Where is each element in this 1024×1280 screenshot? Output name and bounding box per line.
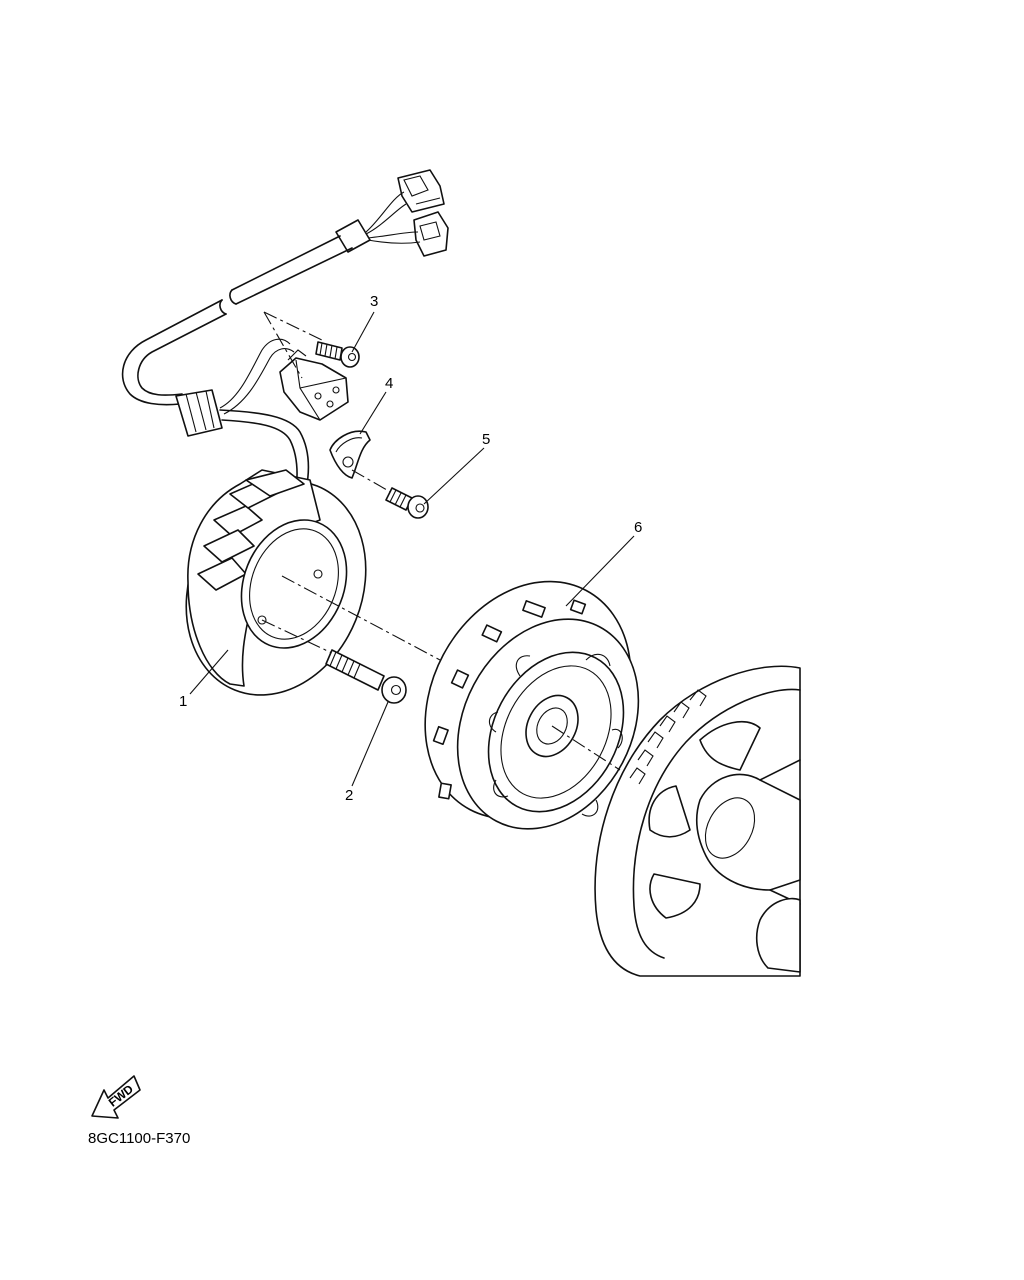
harness-connector-upper [397,169,445,213]
leader-1 [189,649,229,695]
rotor-part-6 [424,580,640,830]
callout-1: 1 [179,693,187,710]
callout-4: 4 [385,375,393,392]
stator-part-1 [185,469,367,696]
harness-connector-lower [413,211,449,257]
leader-3 [351,311,375,353]
callout-6: 6 [634,519,642,536]
pickup-coil [279,349,349,421]
leader-4 [359,391,387,435]
flywheel-gear [594,665,801,977]
callout-3: 3 [370,293,378,310]
screw-part-3 [315,341,360,368]
bolt-part-2 [261,619,407,704]
leader-6 [565,535,635,607]
fwd-arrow-icon: FWD [91,1075,141,1119]
leader-5 [423,447,485,505]
callout-5: 5 [482,431,490,448]
wire-harness [121,169,449,491]
callout-2: 2 [345,787,353,804]
leader-2 [351,701,389,787]
clamp-part-4 [329,430,371,479]
screw-part-5 [351,469,429,519]
drawing-code: 8GC1100-F370 [88,1130,190,1147]
